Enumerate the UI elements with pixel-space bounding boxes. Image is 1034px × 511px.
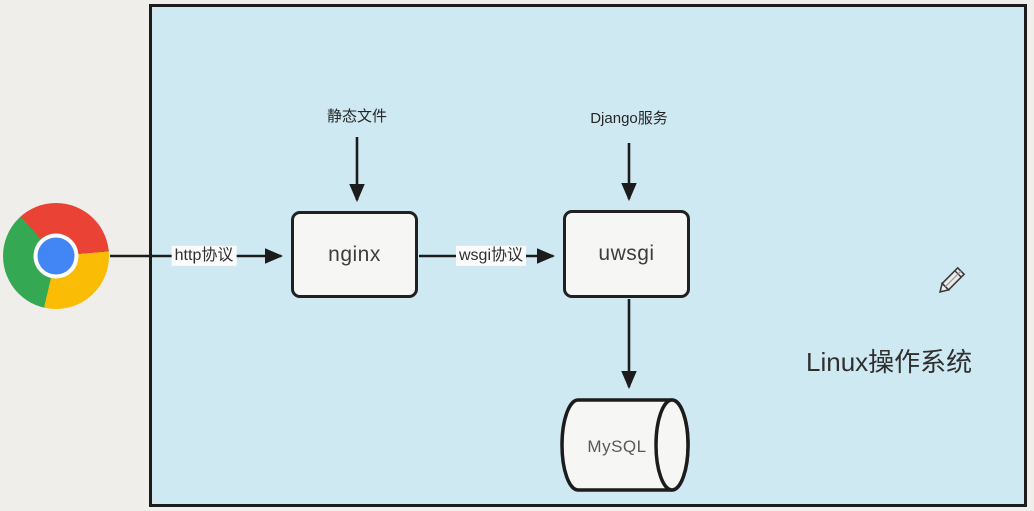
http-protocol-label: http协议	[171, 245, 237, 267]
chrome-browser-icon	[3, 203, 109, 309]
static-files-label: 静态文件	[326, 108, 388, 125]
wsgi-protocol-label: wsgi协议	[455, 245, 527, 267]
nginx-node-label: nginx	[328, 242, 381, 266]
nginx-node: nginx	[291, 211, 418, 298]
uwsgi-node: uwsgi	[563, 210, 690, 298]
django-service-label: Django服务	[590, 110, 668, 127]
uwsgi-node-label: uwsgi	[598, 242, 655, 265]
mysql-node-label: MySQL	[587, 437, 647, 456]
chrome-blue-core	[37, 237, 75, 275]
linux-os-label: Linux操作系统	[806, 347, 973, 377]
